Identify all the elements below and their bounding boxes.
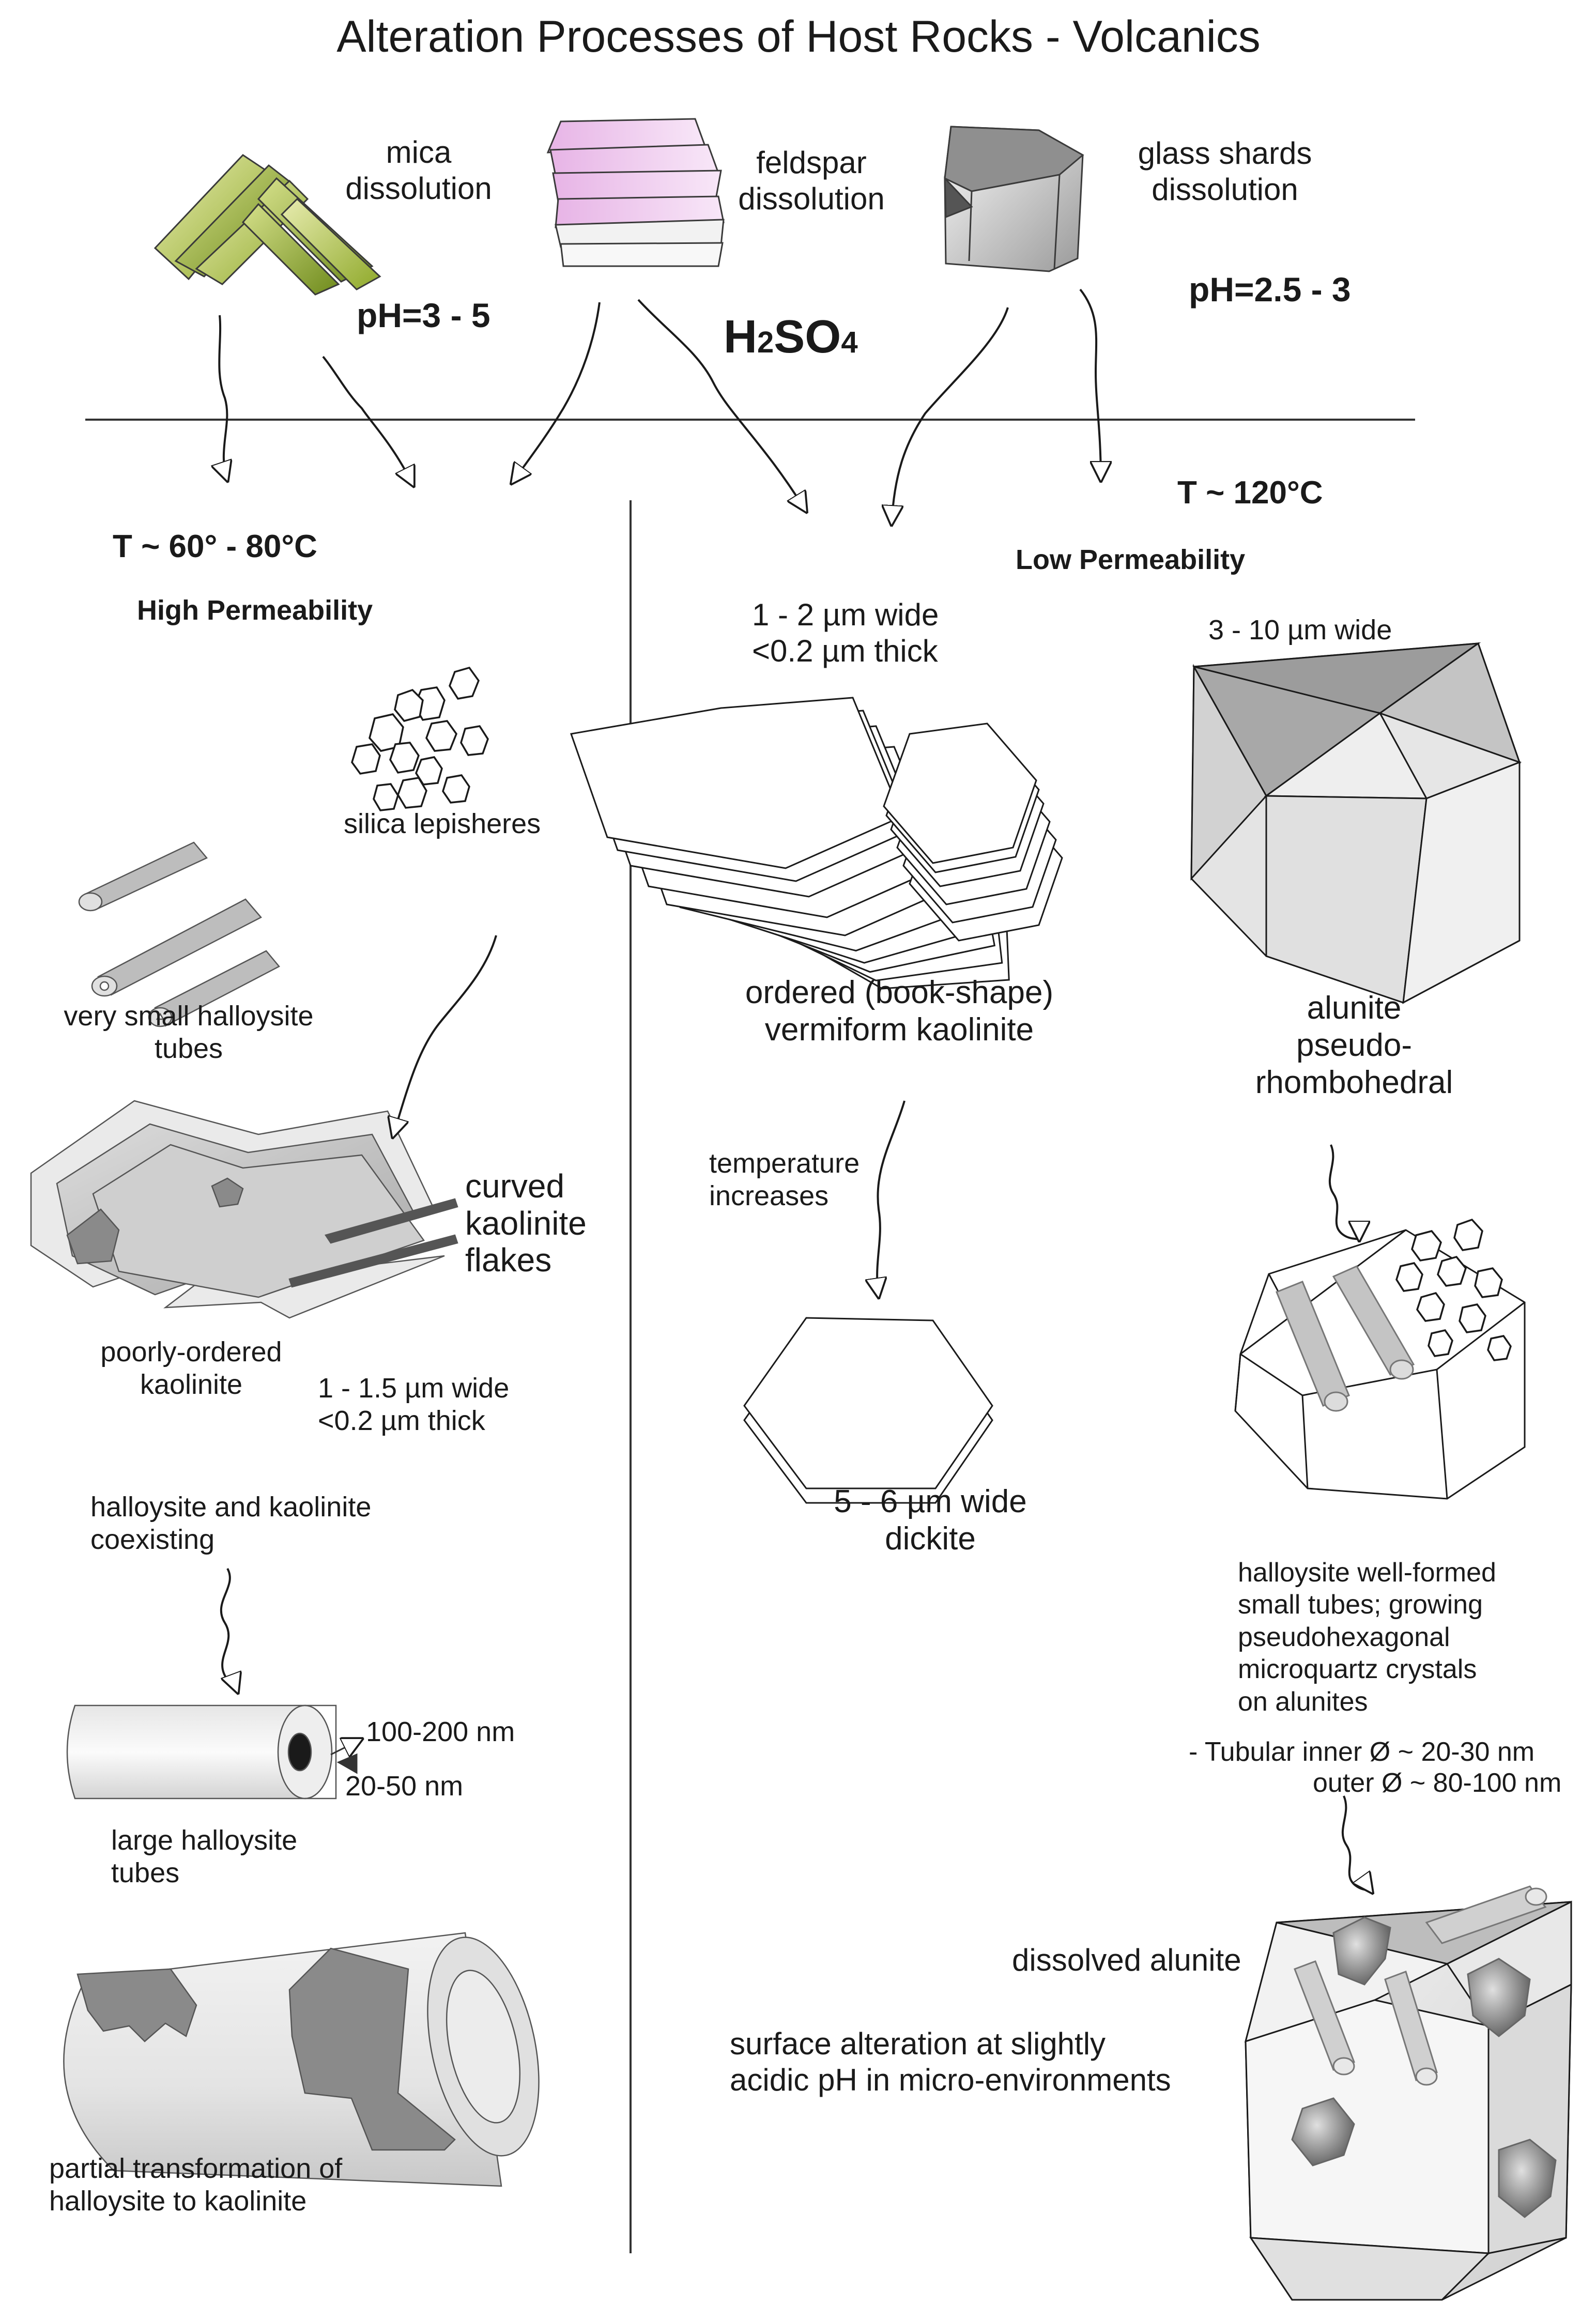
arrow-to-alunite-tubes <box>1328 1144 1359 1240</box>
large-halloysite-tube <box>66 1704 337 1800</box>
dissolved-alunite-crystal <box>1244 1885 1572 2301</box>
h2so4-label: H2SO4 <box>724 310 858 364</box>
curved-line-2: kaolinite <box>465 1204 587 1242</box>
poorly-ordered-label: poorly-ordered kaolinite <box>78 1336 305 1401</box>
dickite-label: 5 - 6 µm wide dickite <box>786 1483 1075 1558</box>
diagram-title: Alteration Processes of Host Rocks - Vol… <box>336 12 1261 62</box>
poorly-line-1: poorly-ordered <box>100 1336 282 1367</box>
temp-inc-line-1: temperature <box>709 1148 860 1179</box>
coexisting-label: halloysite and kaolinite coexisting <box>90 1491 371 1556</box>
feldspar-crystal <box>546 118 725 267</box>
tube-outer-dimension: 100-200 nm <box>366 1716 515 1747</box>
ph-left-label: pH=3 - 5 <box>357 296 490 334</box>
large-tubes-line-1: large halloysite <box>111 1825 298 1856</box>
book-shape-kaolinite <box>570 697 1063 990</box>
coexist-line-2: coexisting <box>90 1524 215 1555</box>
arrow-to-large-tubes <box>220 1568 238 1693</box>
arrow-to-flakes <box>393 935 497 1137</box>
h2so4-sub-2: 2 <box>757 326 774 359</box>
ordered-kaolinite-label: ordered (book-shape) vermiform kaolinite <box>713 974 1085 1049</box>
partial-transformation-label: partial transformation of halloysite to … <box>49 2153 342 2217</box>
curved-kaolinite-flakes <box>30 1100 458 1319</box>
partial-line-1: partial transformation of <box>49 2153 343 2184</box>
dickite-crystal <box>743 1317 993 1504</box>
book-size-line-1: 1 - 2 µm wide <box>752 597 939 632</box>
h2so4-so: SO <box>774 311 841 363</box>
dissolved-alunite-label: dissolved alunite <box>1012 1943 1241 1977</box>
halloysite-well-formed-label: halloysite well-formed small tubes; grow… <box>1238 1557 1496 1718</box>
hwf-line-3: pseudohexagonal <box>1238 1622 1450 1652</box>
alunite-line-1: alunite <box>1307 990 1402 1026</box>
alunite-line-3: rhombohedral <box>1255 1064 1453 1100</box>
ph-right-label: pH=2.5 - 3 <box>1189 270 1351 309</box>
mica-line-1: mica <box>386 135 452 170</box>
silica-lepisheres <box>351 666 489 811</box>
book-kaolinite-size: 1 - 2 µm wide <0.2 µm thick <box>752 597 939 669</box>
alunite-line-2: pseudo- <box>1296 1027 1413 1063</box>
surface-alteration-label: surface alteration at slightly acidic pH… <box>730 2026 1171 2098</box>
surface-line-2: acidic pH in micro-environments <box>730 2062 1171 2097</box>
ordered-line-2: vermiform kaolinite <box>764 1011 1034 1048</box>
alunite-size-label: 3 - 10 µm wide <box>1208 614 1392 645</box>
mica-line-2: dissolution <box>345 171 492 206</box>
partial-transformation-tube <box>63 1932 540 2187</box>
arrow-to-dissolved-alunite <box>1341 1795 1372 1893</box>
large-tubes-line-2: tubes <box>111 1857 180 1888</box>
surface-line-1: surface alteration at slightly <box>730 2026 1106 2061</box>
mica-label: mica dissolution <box>320 134 517 206</box>
curved-line-1: curved <box>465 1167 565 1205</box>
tube-dimension-arrows <box>330 1739 362 1774</box>
dickite-line-2: dickite <box>885 1520 976 1557</box>
curved-kaolinite-label: curved kaolinite flakes <box>465 1167 587 1279</box>
coexist-line-1: halloysite and kaolinite <box>90 1492 372 1523</box>
hwf-line-1: halloysite well-formed <box>1238 1558 1496 1588</box>
high-permeability: High Permeability <box>137 595 373 626</box>
poorly-size-line-2: <0.2 µm thick <box>318 1405 485 1436</box>
tubular-inner-label: - Tubular inner Ø ~ 20-30 nm <box>1189 1737 1535 1767</box>
hwf-line-5: on alunites <box>1238 1686 1368 1717</box>
book-size-line-2: <0.2 µm thick <box>752 633 938 668</box>
poorly-size-line-1: 1 - 1.5 µm wide <box>318 1373 510 1404</box>
right-temperature: T ~ 120°C <box>1177 475 1323 511</box>
arrow-to-dickite <box>877 1100 906 1297</box>
tubular-outer-label: outer Ø ~ 80-100 nm <box>1313 1768 1562 1798</box>
temp-inc-line-2: increases <box>709 1180 829 1211</box>
glass-line-1: glass shards <box>1138 136 1312 171</box>
glass-label: glass shards dissolution <box>1122 135 1328 207</box>
left-temperature: T ~ 60° - 80°C <box>113 529 317 564</box>
h2so4-sub-4: 4 <box>841 326 858 359</box>
mica-crystal <box>154 154 381 296</box>
microquartz-crystals <box>1395 1218 1512 1361</box>
hwf-line-2: small tubes; growing <box>1238 1590 1483 1620</box>
tube-inner-dimension: 20-50 nm <box>345 1771 464 1802</box>
low-permeability: Low Permeability <box>1016 544 1246 575</box>
h2so4-h: H <box>724 311 757 363</box>
poorly-line-2: kaolinite <box>140 1369 243 1400</box>
large-tubes-label: large halloysite tubes <box>111 1824 297 1889</box>
poorly-size-label: 1 - 1.5 µm wide <0.2 µm thick <box>318 1372 509 1437</box>
small-halloysite-tubes <box>78 841 280 1027</box>
small-tubes-label: very small halloysite tubes <box>36 1000 341 1065</box>
curved-line-3: flakes <box>465 1241 552 1279</box>
alunite-pseudo-rhombohedral <box>1190 642 1522 1004</box>
alunite-label: alunite pseudo- rhombohedral <box>1240 990 1468 1101</box>
ordered-line-1: ordered (book-shape) <box>745 975 1054 1010</box>
partial-line-2: halloysite to kaolinite <box>49 2185 307 2217</box>
glass-line-2: dissolution <box>1152 172 1298 207</box>
feldspar-line-2: dissolution <box>738 181 885 216</box>
top-arrows <box>219 288 1101 525</box>
hwf-line-4: microquartz crystals <box>1238 1654 1477 1685</box>
alunite-with-tubes <box>1234 1229 1526 1500</box>
glass-shard-crystal <box>944 126 1084 272</box>
feldspar-label: feldspar dissolution <box>713 145 910 217</box>
small-tubes-line-1: very small halloysite <box>64 1001 314 1032</box>
silica-lepisheres-label: silica lepisheres <box>344 808 541 839</box>
dickite-line-1: 5 - 6 µm wide <box>834 1484 1027 1519</box>
temperature-increases-label: temperature increases <box>709 1147 860 1212</box>
feldspar-line-1: feldspar <box>756 145 867 180</box>
small-tubes-line-2: tubes <box>154 1033 223 1064</box>
